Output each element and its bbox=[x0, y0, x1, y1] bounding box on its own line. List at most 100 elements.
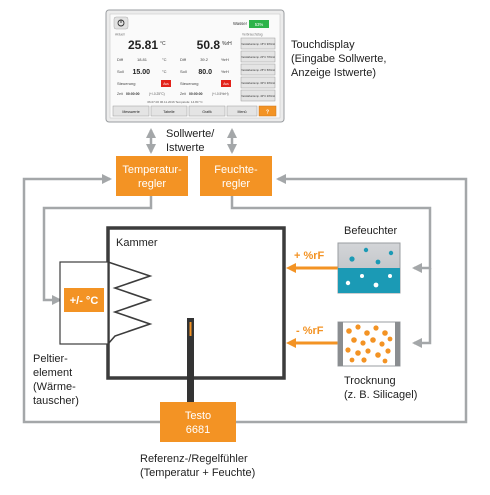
status-line: 06.07.00 06.11.2016 Tempstufe: 14.80 °C bbox=[147, 100, 203, 104]
humidifier-label: Befeuchter bbox=[344, 225, 398, 237]
soll-h-label: Soll bbox=[180, 69, 187, 74]
tab-grafik-label: Grafik bbox=[202, 110, 212, 114]
wasser-label: Wasser bbox=[233, 21, 248, 26]
tab-messwerte-label: Messwerte bbox=[122, 110, 139, 114]
hum-actual-unit: %rH bbox=[222, 41, 232, 47]
humidity-controller-line1: Feuchte- bbox=[214, 164, 258, 176]
drying-vessel-left-cap bbox=[338, 322, 343, 366]
temp-controller-to-peltier bbox=[42, 196, 153, 305]
drying-vessel bbox=[337, 321, 401, 367]
wasser-level-badge bbox=[249, 20, 269, 28]
peltier-caption: Peltier- element (Wärme- tauscher) bbox=[33, 353, 79, 407]
wasser-value: 53% bbox=[255, 22, 264, 27]
steuerung-h-button[interactable] bbox=[221, 80, 231, 87]
soll-h-unit: %rH bbox=[221, 69, 229, 74]
tab-messwerte[interactable] bbox=[112, 105, 150, 117]
touchdisplay: Wasser 53% Aktuell Verbrauchstag 25.81 °… bbox=[105, 9, 285, 123]
diff-t-unit: °C bbox=[162, 57, 167, 62]
testo-to-temp-controller bbox=[22, 174, 160, 424]
humidifier: Befeuchter bbox=[337, 225, 401, 294]
humidity-controller-line2: regler bbox=[222, 178, 250, 190]
water-bubble bbox=[345, 280, 351, 286]
humidity-flows bbox=[293, 266, 338, 345]
zeit-h-label: Zeit bbox=[180, 92, 186, 96]
steuerung-t-button[interactable] bbox=[161, 80, 171, 87]
minus-rf-label: - %rF bbox=[296, 325, 324, 337]
temperature-controller: Temperatur- regler bbox=[116, 156, 188, 196]
side-button-2[interactable] bbox=[240, 50, 276, 63]
probe-rod bbox=[187, 318, 194, 404]
humidity-controller-box bbox=[200, 156, 272, 196]
testo-6681: Testo 6681 bbox=[160, 402, 236, 442]
humidity-controller: Feuchte- regler bbox=[200, 156, 272, 196]
peltier-element: +/- °C bbox=[59, 261, 153, 345]
aktuell-header: Aktuell bbox=[115, 33, 125, 37]
temp-actual-unit: °C bbox=[160, 41, 166, 47]
soll-t-label: Soll bbox=[117, 69, 124, 74]
help-button[interactable] bbox=[258, 105, 277, 117]
silicagel-beads bbox=[345, 324, 393, 364]
chamber-wall bbox=[106, 226, 286, 380]
testo-line1: Testo bbox=[185, 410, 211, 422]
peltier-caption-line2: element bbox=[33, 367, 72, 379]
peltier-symbol: +/- °C bbox=[70, 295, 99, 307]
water-bubble bbox=[388, 274, 392, 278]
peltier-symbol-box bbox=[64, 288, 104, 312]
chamber: Kammer bbox=[106, 226, 286, 380]
vapor-drop bbox=[363, 247, 369, 253]
water-bubble bbox=[360, 274, 364, 278]
hum-controller-to-drying bbox=[412, 268, 432, 348]
diff-t-value: 18.81 bbox=[137, 57, 148, 62]
temperature-controller-box bbox=[116, 156, 188, 196]
zeit-t-value: 00:00:00 bbox=[126, 92, 140, 96]
testo-to-hum-controller bbox=[236, 174, 468, 424]
tab-menu[interactable] bbox=[226, 105, 258, 117]
peltier-caption-line1: Peltier- bbox=[33, 353, 68, 365]
side-button-5[interactable] bbox=[240, 89, 276, 102]
testo-line2: 6681 bbox=[186, 424, 210, 436]
peltier-caption-line3: (Wärme- bbox=[33, 381, 76, 393]
water-bubble bbox=[373, 282, 379, 288]
io-label-line1: Sollwerte/ bbox=[166, 128, 215, 140]
dry-arrowhead bbox=[286, 338, 296, 348]
probe-caption-line1: Referenz-/Regelfühler bbox=[140, 453, 248, 465]
diff-t-label: Diff bbox=[117, 57, 124, 62]
io-label-line2: Istwerte bbox=[166, 142, 205, 154]
tab-menu-label: Menü bbox=[238, 110, 247, 114]
side-button-column: Verstärkertemp. 15°C 90%rH Verstärkertem… bbox=[240, 37, 276, 102]
side-button-5-label: Verstärkertemp. 40°C 20%rH bbox=[241, 94, 275, 98]
side-button-4[interactable] bbox=[240, 76, 276, 89]
hum-controller-to-humidifier bbox=[230, 196, 432, 273]
peltier-caption-line4: tauscher) bbox=[33, 395, 79, 407]
side-button-3-label: Verstärkertemp. 25°C 50%rH bbox=[241, 68, 275, 72]
tab-tabelle[interactable] bbox=[150, 105, 188, 117]
touchdisplay-caption: Touchdisplay (Eingabe Sollwerte, Anzeige… bbox=[291, 39, 386, 79]
soll-h-value: 80.0 bbox=[198, 69, 212, 76]
side-button-2-label: Verstärkertemp. 20°C 70%rH bbox=[241, 55, 275, 59]
zeit-t-extra: (+/-0.25°C) bbox=[149, 92, 165, 96]
zeit-h-value: 00:00:00 bbox=[189, 92, 203, 96]
side-button-4-label: Verstärkertemp. 30°C 30%rH bbox=[241, 81, 275, 85]
side-button-1[interactable] bbox=[240, 37, 276, 50]
tab-grafik[interactable] bbox=[188, 105, 226, 117]
diff-h-unit: %rH bbox=[221, 57, 229, 62]
help-icon: ? bbox=[266, 110, 269, 116]
hum-actual-value: 50.8 bbox=[197, 38, 221, 52]
heat-exchanger-coil bbox=[107, 261, 153, 345]
temperature-controller-line1: Temperatur- bbox=[122, 164, 182, 176]
bottom-tab-bar: Messwerte Tabelle Grafik Menü ? bbox=[112, 105, 277, 117]
diff-h-label: Diff bbox=[180, 57, 187, 62]
humidifier-water bbox=[338, 268, 400, 293]
side-button-1-label: Verstärkertemp. 15°C 90%rH bbox=[241, 42, 275, 46]
temp-actual-value: 25.81 bbox=[128, 38, 158, 52]
touchdisplay-caption-line1: Touchdisplay bbox=[291, 39, 355, 51]
steuerung-h-button-label: Aus bbox=[223, 82, 229, 86]
chamber-label: Kammer bbox=[116, 237, 158, 249]
zeit-h-extra: (+/-0.5%rH) bbox=[212, 92, 229, 96]
drying-vessel-right-cap bbox=[395, 322, 400, 366]
side-button-3[interactable] bbox=[240, 63, 276, 76]
probe bbox=[187, 318, 194, 404]
drying-caption-line1: Trocknung bbox=[344, 375, 396, 387]
zeit-t-label: Zeit bbox=[117, 92, 123, 96]
